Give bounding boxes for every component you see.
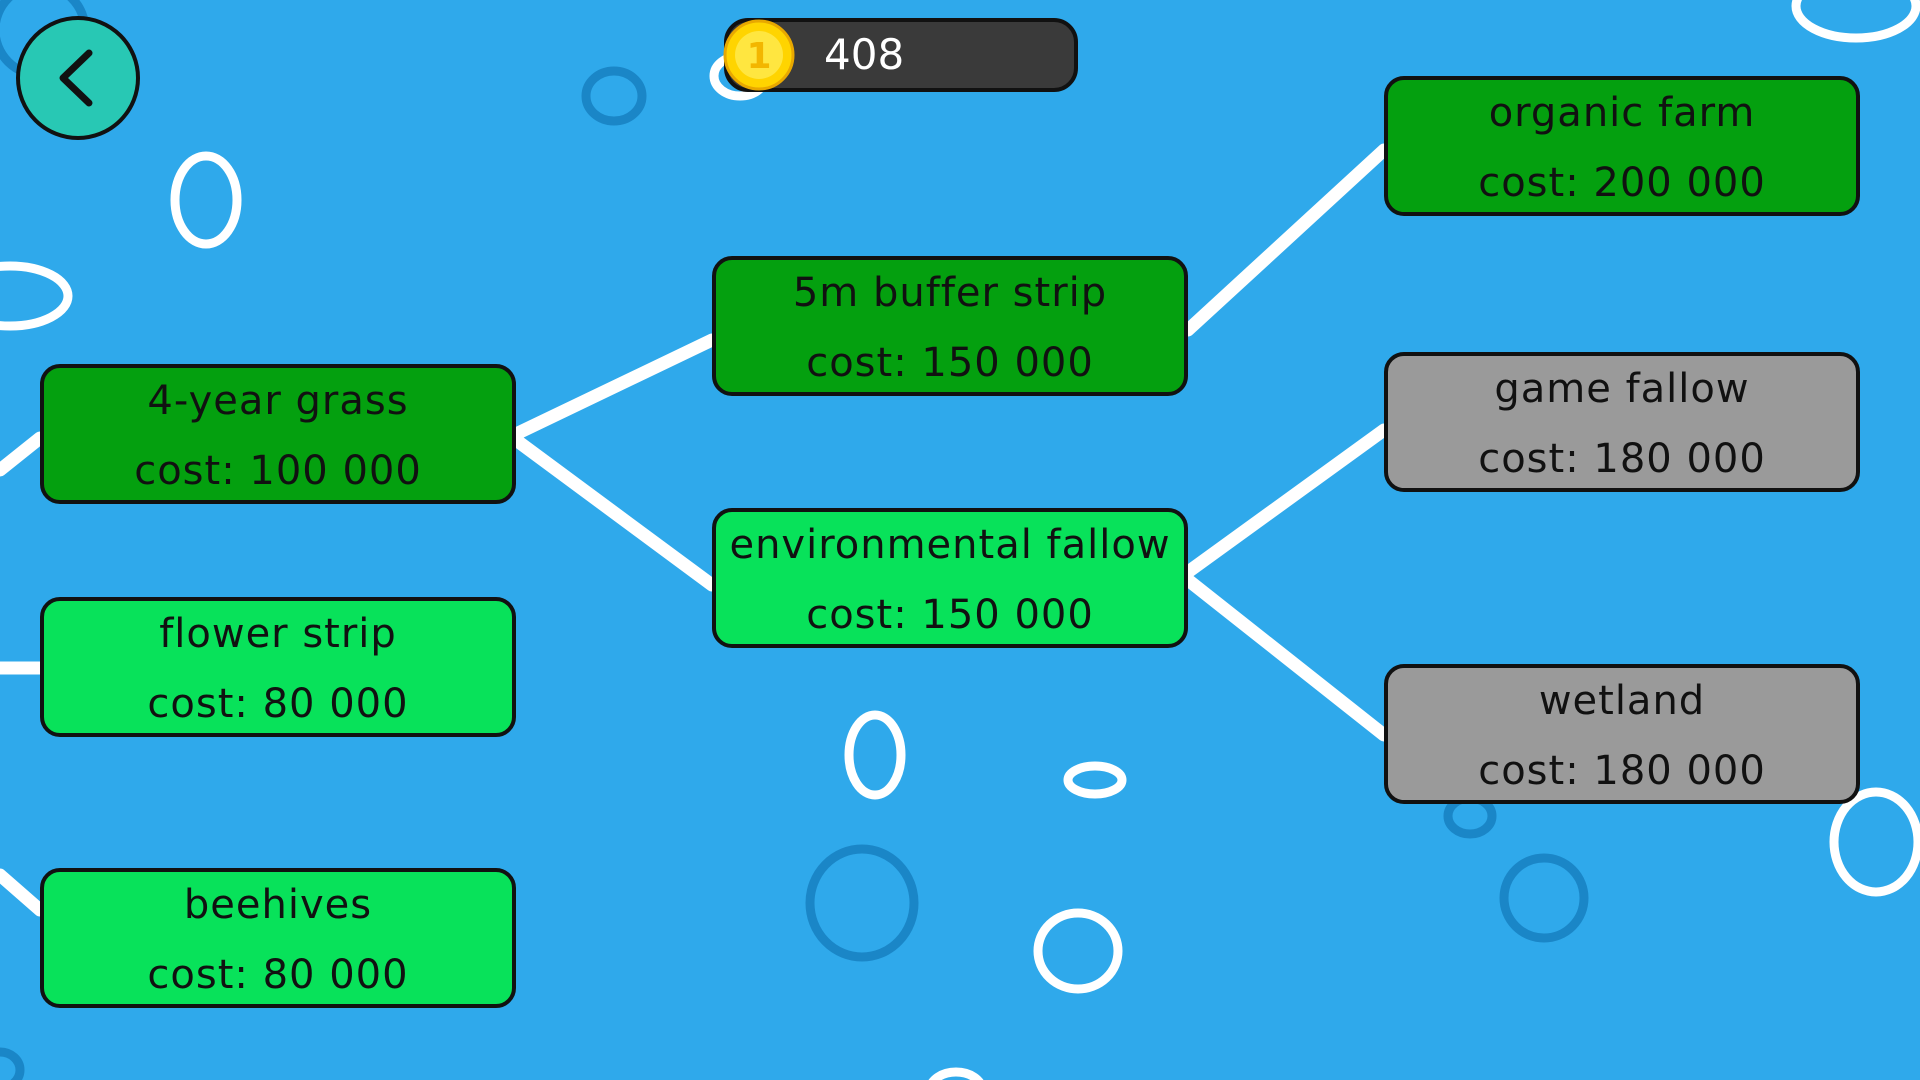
upgrade-node-beehives[interactable]: beehives cost: 80 000 [40, 868, 516, 1008]
bubble [844, 710, 906, 800]
bubble [1063, 761, 1127, 799]
coin-icon: 1 [723, 19, 795, 91]
node-title: organic farm [1488, 90, 1756, 136]
connector-environmental-fallow-game-fallow [1181, 423, 1391, 579]
bubble [170, 151, 242, 249]
connector-environmental-fallow-wetland [1181, 573, 1391, 742]
upgrade-node-game-fallow[interactable]: game fallow cost: 180 000 [1384, 352, 1860, 492]
upgrade-node-flower-strip[interactable]: flower strip cost: 80 000 [40, 597, 516, 737]
coin-count: 408 [824, 30, 905, 79]
node-title: environmental fallow [729, 522, 1171, 568]
node-cost: cost: 80 000 [147, 952, 409, 998]
node-cost: cost: 180 000 [1478, 436, 1766, 482]
coin-glyph: 1 [746, 36, 771, 77]
connector-4-year-grass-environmental-fallow [509, 433, 719, 592]
chevron-left-icon [59, 49, 93, 107]
bubble [1033, 908, 1123, 994]
node-title: flower strip [159, 611, 397, 657]
upgrade-node-environmental-fallow[interactable]: environmental fallow cost: 150 000 [712, 508, 1188, 648]
bubble [928, 1067, 984, 1080]
back-button[interactable] [16, 16, 140, 140]
node-title: beehives [183, 882, 373, 928]
connector-4-year-grass-5m-buffer-strip [509, 333, 719, 441]
upgrade-node-wetland[interactable]: wetland cost: 180 000 [1384, 664, 1860, 804]
node-cost: cost: 180 000 [1478, 748, 1766, 794]
node-cost: cost: 150 000 [806, 340, 1094, 386]
bubble [0, 261, 73, 331]
bubble [1829, 787, 1920, 897]
bubble [581, 66, 647, 126]
bubble [805, 844, 919, 962]
upgrade-node-4-year-grass[interactable]: 4-year grass cost: 100 000 [40, 364, 516, 504]
bubble [0, 1047, 25, 1080]
connector-offscreen-beehives [0, 868, 47, 917]
node-title: 4-year grass [147, 378, 409, 424]
node-title: 5m buffer strip [792, 270, 1108, 316]
connector-5m-buffer-strip-organic-farm [1181, 143, 1391, 337]
node-title: wetland [1538, 678, 1706, 724]
node-cost: cost: 200 000 [1478, 160, 1766, 206]
coin-counter: 1 408 [723, 18, 1078, 92]
upgrade-node-5m-buffer-strip[interactable]: 5m buffer strip cost: 150 000 [712, 256, 1188, 396]
bubble [1499, 853, 1589, 943]
node-cost: cost: 150 000 [806, 592, 1094, 638]
node-cost: cost: 100 000 [134, 448, 422, 494]
bubble [1791, 0, 1920, 43]
node-title: game fallow [1494, 366, 1750, 412]
connector-offscreen-4-year-grass [0, 431, 47, 477]
upgrade-node-organic-farm[interactable]: organic farm cost: 200 000 [1384, 76, 1860, 216]
node-cost: cost: 80 000 [147, 681, 409, 727]
